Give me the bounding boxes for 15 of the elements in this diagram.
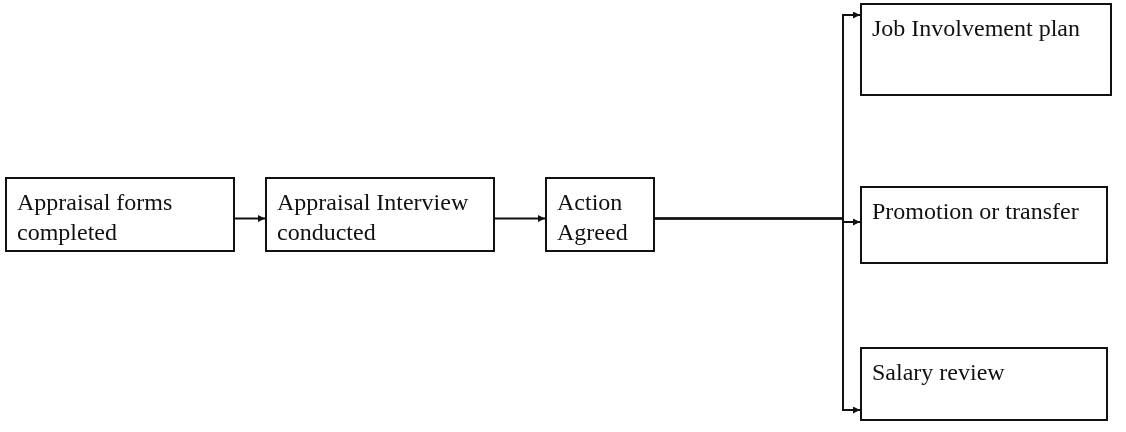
box-label: Salary review xyxy=(872,358,1006,387)
box-label: Appraisal forms completed xyxy=(17,188,174,247)
process-box xyxy=(265,177,495,252)
box-label: Action Agreed xyxy=(557,188,629,247)
arrow xyxy=(654,217,861,414)
process-box xyxy=(860,186,1108,264)
process-box xyxy=(545,177,655,252)
box-label: Promotion or transfer xyxy=(872,197,1080,226)
arrow xyxy=(234,215,266,222)
box-label: Job Involvement plan xyxy=(872,14,1081,43)
arrow xyxy=(494,215,546,222)
process-box xyxy=(860,347,1108,421)
process-box xyxy=(5,177,235,252)
process-box xyxy=(860,3,1112,96)
box-label: Appraisal Interview conducted xyxy=(277,188,470,247)
